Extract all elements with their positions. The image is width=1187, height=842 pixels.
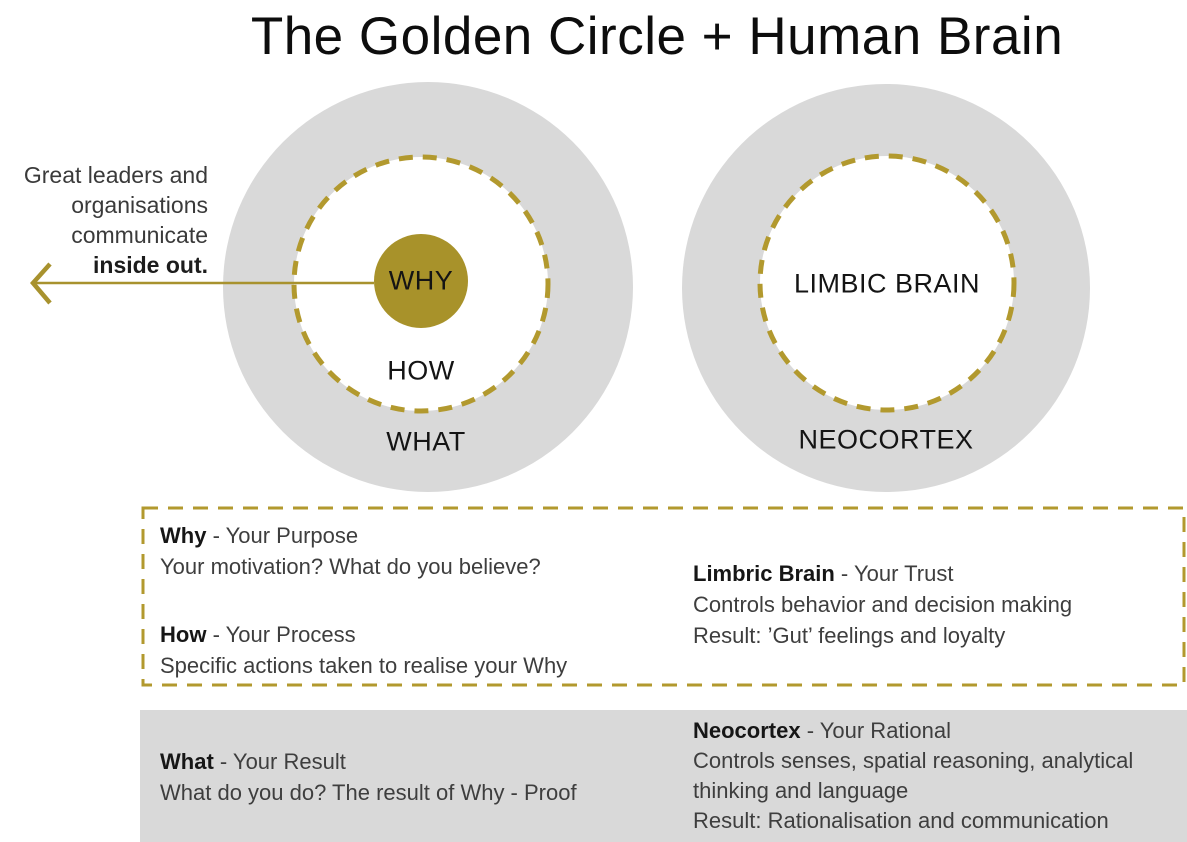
- page-title: The Golden Circle + Human Brain: [250, 7, 1064, 66]
- annotation-line: organisations: [71, 192, 208, 218]
- dashed-legend-border: [141, 506, 1186, 687]
- legend-limbic-desc1: Controls behavior and decision making: [693, 592, 1073, 617]
- legend-what-desc: What do you do? The result of Why - Proo…: [160, 780, 577, 805]
- what-label: WHAT: [386, 426, 466, 457]
- legend-what: What - Your Result What do you do? The r…: [160, 746, 680, 808]
- legend-why-heading: Why - Your Purpose: [160, 523, 359, 548]
- why-core-circle: [374, 234, 468, 328]
- limbic-brain-label: LIMBIC BRAIN: [793, 268, 981, 299]
- how-label: HOW: [387, 355, 455, 386]
- limbic-dashed-circle: [757, 153, 1017, 413]
- legend-neocortex: Neocortex - Your Rational Controls sense…: [693, 716, 1183, 836]
- inside-out-arrow-head: [30, 262, 52, 305]
- why-label: WHY: [388, 265, 454, 296]
- legend-why-desc: Your motivation? What do you believe?: [160, 554, 541, 579]
- legend-limbic-desc2: Result: ’Gut’ feelings and loyalty: [693, 623, 1006, 648]
- legend-neocortex-heading: Neocortex - Your Rational: [693, 718, 952, 743]
- legend-how-desc: Specific actions taken to realise your W…: [160, 653, 568, 678]
- legend-why-how: Why - Your Purpose Your motivation? What…: [160, 520, 680, 681]
- legend-how-heading: How - Your Process: [160, 622, 356, 647]
- legend-neocortex-desc1: Controls senses, spatial reasoning, anal…: [693, 748, 1134, 803]
- legend-limbic: Limbric Brain - Your Trust Controls beha…: [693, 558, 1183, 651]
- annotation-line: communicate: [71, 222, 208, 248]
- annotation-line-emphasis: inside out.: [93, 252, 208, 278]
- annotation-line: Great leaders and: [23, 162, 208, 188]
- legend-neocortex-desc2: Result: Rationalisation and communicatio…: [693, 808, 1109, 833]
- inside-out-annotation: Great leaders and organisations communic…: [0, 160, 208, 280]
- gray-legend-box: [140, 710, 1187, 842]
- legend-what-heading: What - Your Result: [160, 749, 346, 774]
- legend-limbic-heading: Limbric Brain - Your Trust: [693, 561, 954, 586]
- neocortex-label: NEOCORTEX: [798, 424, 974, 455]
